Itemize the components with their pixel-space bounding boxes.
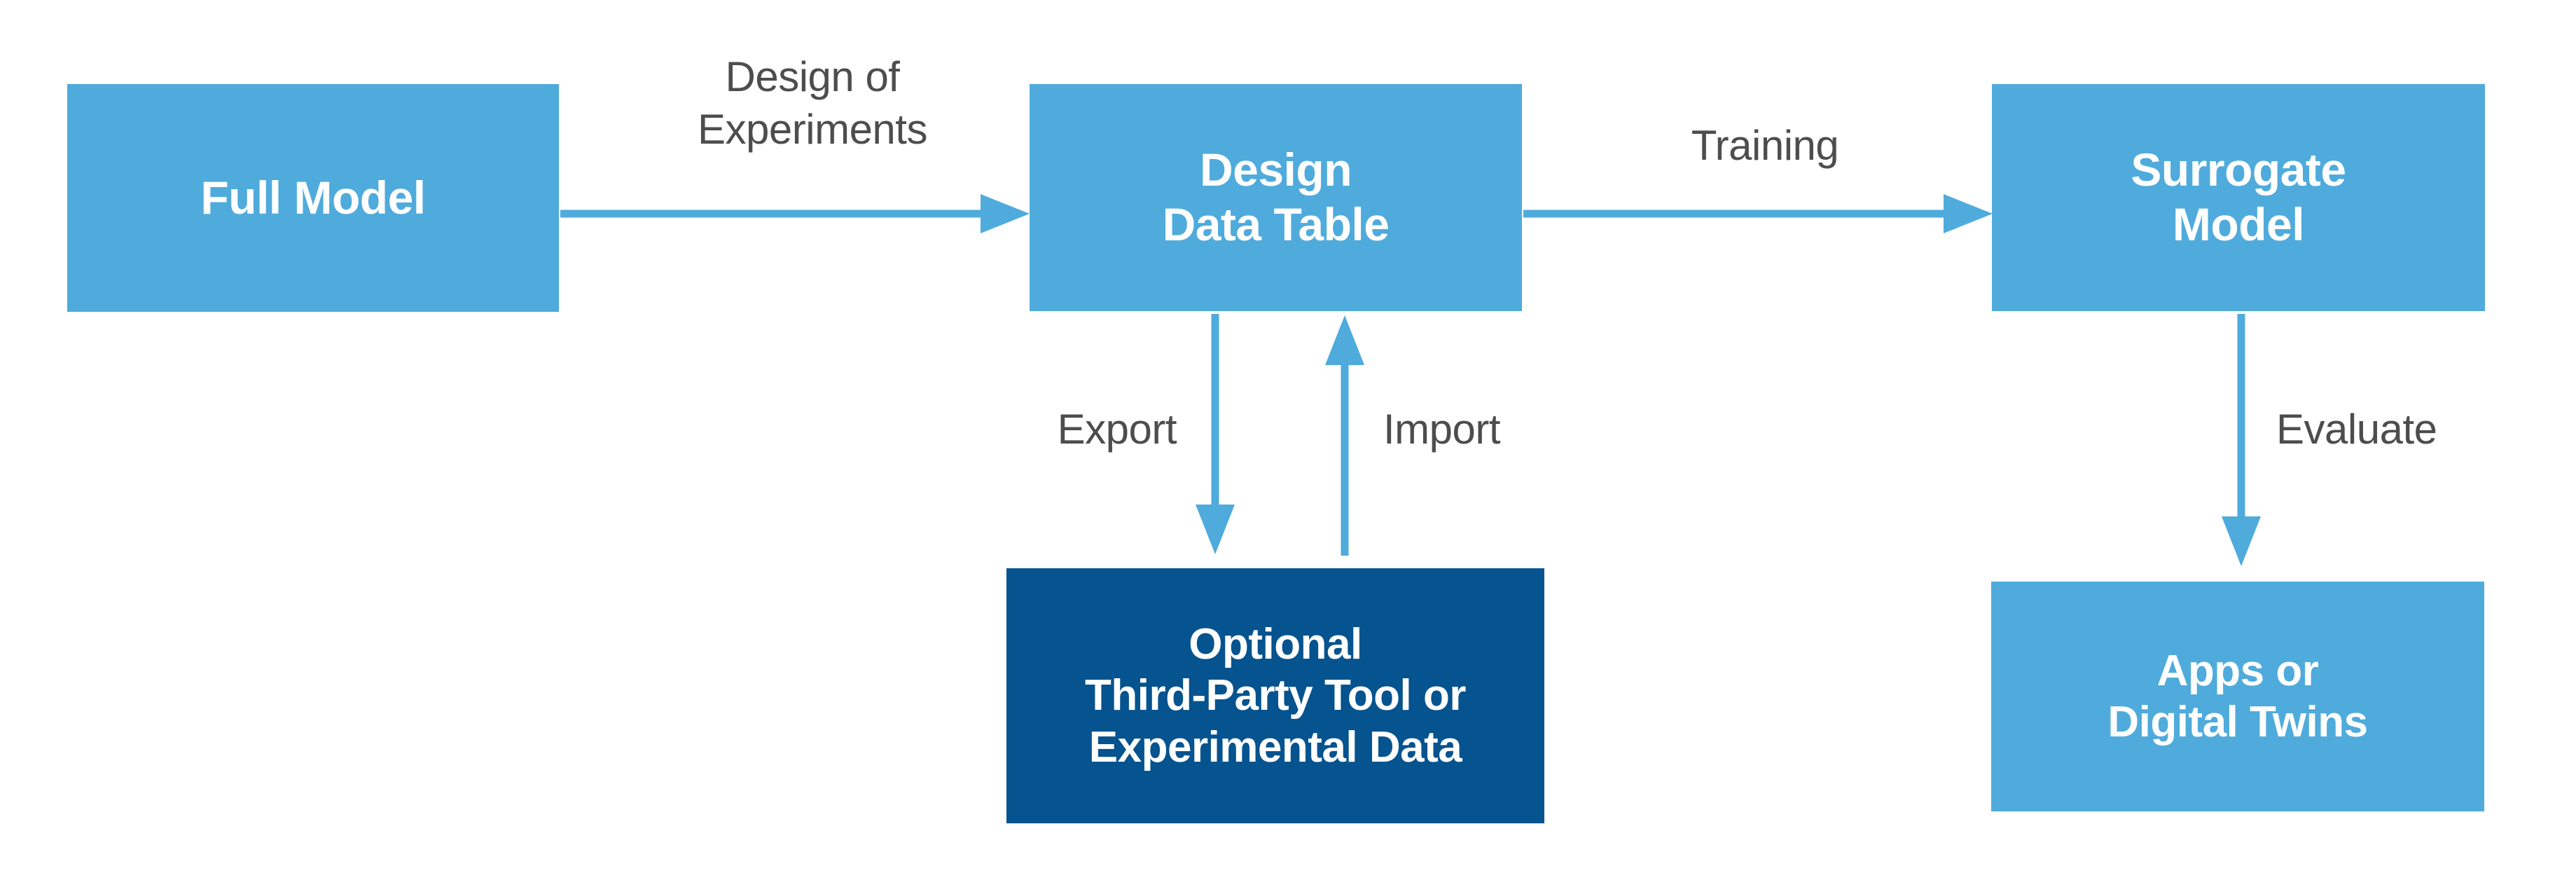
arrow-training-icon [1523,194,1993,233]
edge-label-training: Training [1691,122,1839,169]
edge-label-import: Import [1383,406,1501,453]
arrow-design-of-experiments-icon [560,194,1030,233]
arrow-import-icon [1325,315,1364,556]
node-optional-third-party-tool-or-experimental-data[interactable]: Optional Third-Party Tool or Experimenta… [1006,568,1544,823]
node-full-model[interactable]: Full Model [67,84,559,312]
arrow-evaluate-icon [2222,314,2261,566]
edge-label-export: Export [1057,406,1177,453]
node-design-data-table[interactable]: Design Data Table [1030,84,1522,311]
arrow-export-icon [1196,314,1235,554]
node-surrogate-model[interactable]: Surrogate Model [1992,84,2485,311]
node-apps-or-digital-twins[interactable]: Apps or Digital Twins [1991,582,2484,811]
edge-label-design-of-experiments: Design of Experiments [698,53,927,153]
edge-label-evaluate: Evaluate [2276,406,2437,453]
